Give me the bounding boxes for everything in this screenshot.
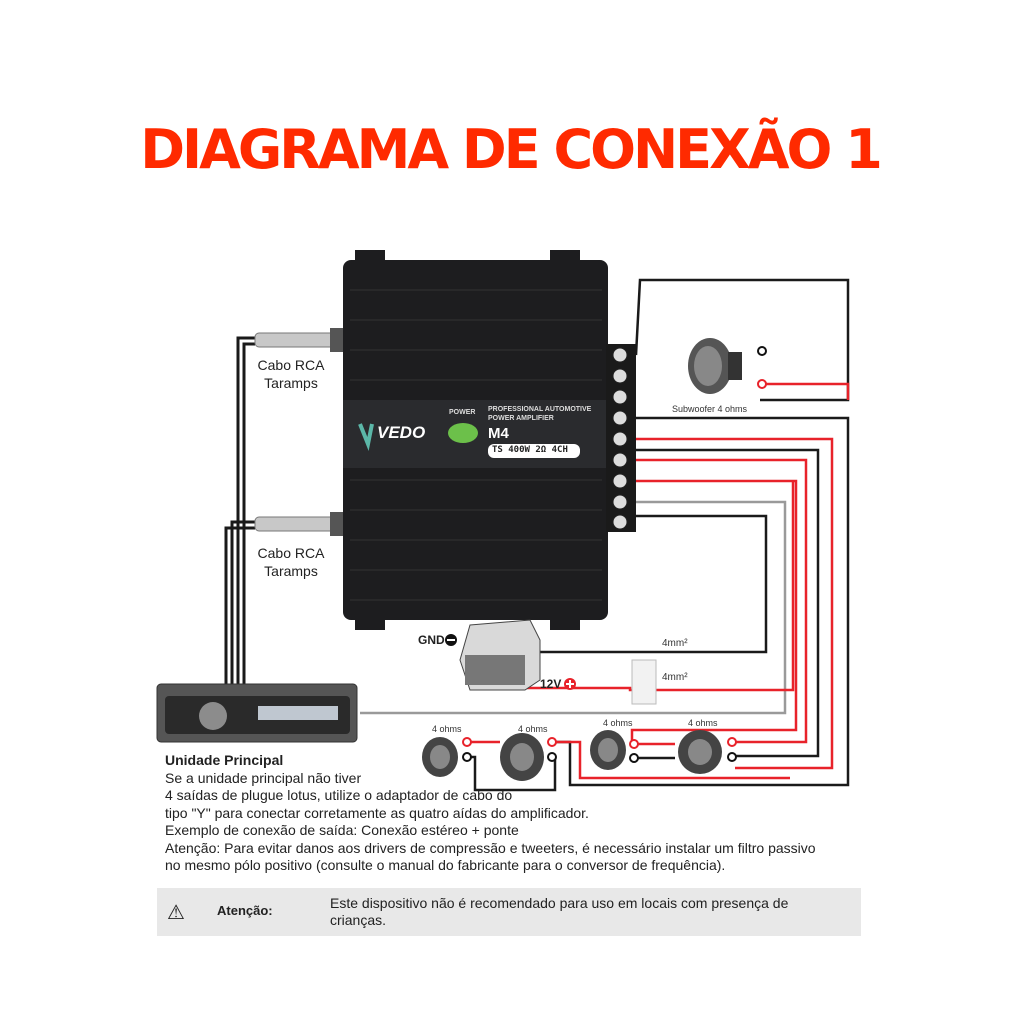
desc-line: Atenção: Para evitar danos aos drivers d… [165,839,816,856]
head-unit [156,683,358,743]
desc-line: tipo "Y" para conectar corretamente as q… [165,804,589,821]
terminal-block [606,344,636,532]
warning-text: Este dispositivo não é recomendado para … [330,895,789,928]
amp-spec: TS 400W 2Ω 4CH [492,445,568,455]
wire-gauge-12v: 4mm² [662,672,688,683]
battery [445,619,576,691]
subwoofer-label: Subwoofer 4 ohms [672,404,748,414]
speakers [422,730,737,781]
amplifier-body [343,250,608,630]
wire-gauge-gnd: 4mm² [662,638,688,649]
head-unit-description: Unidade Principal Se a unidade principal… [165,752,816,875]
warning-icon: ⚠ [167,902,185,924]
desc-line: Se a unidade principal não tiver [165,769,362,786]
desc-line: 4 saídas de plugue lotus, utilize o adap… [165,787,513,803]
rca-label-line: Cabo RCA [257,545,325,561]
power-led [448,423,478,443]
rca-plug-bottom [254,512,348,536]
vedo-logo-icon [358,423,374,451]
rca-cable-label-top: Cabo RCA Taramps [250,356,332,392]
desc-line: Exemplo de conexão de saída: Conexão est… [165,822,519,838]
amp-model: M4 [488,425,509,442]
amp-subtitle-1: PROFESSIONAL AUTOMOTIVE [488,406,592,413]
fuse-holder [631,659,657,705]
amp-power-label: POWER [449,409,476,416]
speaker-impedance: 4 ohms [688,718,718,728]
desc-line: no mesmo pólo positivo (consulte o manua… [165,857,726,873]
head-unit-display [258,706,338,720]
rca-plug-top [254,328,348,352]
speaker-impedance: 4 ohms [432,724,462,734]
speaker-impedance: 4 ohms [603,718,633,728]
warning-box: ⚠ Atenção: Este dispositivo não é recome… [157,888,861,936]
rca-label-line: Taramps [264,563,318,579]
gnd-label: GND [418,633,445,647]
speaker-impedance: 4 ohms [518,724,548,734]
amp-brand: VEDO [377,423,426,442]
12v-label: 12V [540,677,562,691]
rca-label-line: Cabo RCA [257,357,325,373]
head-unit-heading: Unidade Principal [165,752,284,768]
rca-label-line: Taramps [264,375,318,391]
page-title: DIAGRAMA DE CONEXÃO 1 [140,118,883,181]
rca-cable-label-bottom: Cabo RCA Taramps [250,544,332,580]
amp-subtitle-2: POWER AMPLIFIER [488,415,554,422]
subwoofer [688,338,767,394]
warning-label: Atenção: [217,903,273,918]
rca-cable-wires [224,336,255,684]
